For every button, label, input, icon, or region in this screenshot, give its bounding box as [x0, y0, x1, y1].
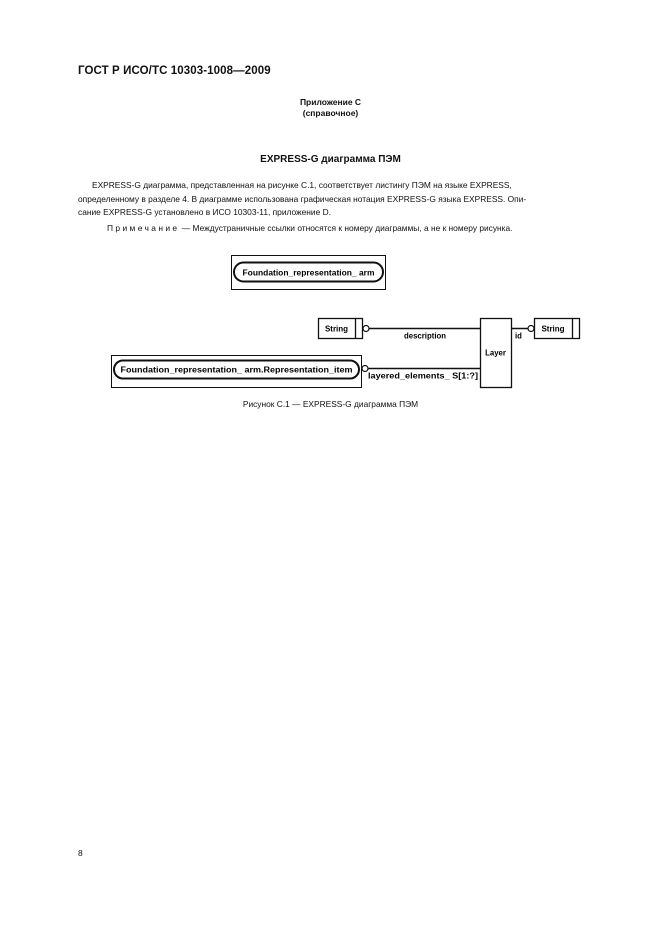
id-attribute-label: id — [515, 332, 522, 341]
annex-title: Приложение С — [299, 97, 362, 107]
express-g-diagram: Foundation_representation_ arm String de… — [111, 255, 581, 389]
paragraph-line-1: EXPRESS-G диаграмма, представленная на р… — [92, 180, 512, 190]
description-attribute-label: description — [404, 332, 446, 341]
layer-entity-label: Layer — [485, 349, 506, 358]
annex-subtitle: (справочное) — [302, 108, 359, 118]
description-optional-circle — [362, 324, 370, 333]
external-reference-label: Foundation_representation_ arm.Represent… — [121, 366, 353, 375]
paragraph-line-3: сание EXPRESS-G установлено в ИСО 10303-… — [78, 207, 331, 217]
left-string-label: String — [325, 325, 348, 334]
note-label: Примечание — [107, 223, 180, 233]
document-header: ГОСТ Р ИСО/ТС 10303-1008—2009 — [78, 65, 271, 77]
paragraph-line-2: определенному в разделе 4. В диаграмме и… — [78, 194, 527, 204]
schema-reference-label: Foundation_representation_ arm — [243, 269, 375, 278]
right-string-label: String — [541, 325, 564, 334]
schema-reference-box: Foundation_representation_ arm — [231, 255, 386, 290]
layer-entity-box: Layer — [479, 317, 513, 389]
note: Примечание — Междустраничные ссылки отно… — [107, 223, 513, 233]
external-reference-box: Foundation_representation_ arm.Represent… — [111, 355, 362, 388]
section-title: EXPRESS-G диаграмма ПЭМ — [260, 154, 401, 165]
layered-elements-attribute-label: layered_elements_ S[1:?] — [368, 372, 478, 381]
right-string-type-box: String — [533, 317, 581, 340]
left-string-type-box: String — [317, 317, 364, 340]
figure-caption: Рисунок С.1 — EXPRESS-G диаграмма ПЭМ — [242, 399, 419, 409]
id-end-circle — [527, 324, 535, 333]
note-text: — Междустраничные ссылки относятся к ном… — [179, 223, 513, 233]
page-number: 8 — [78, 848, 83, 858]
